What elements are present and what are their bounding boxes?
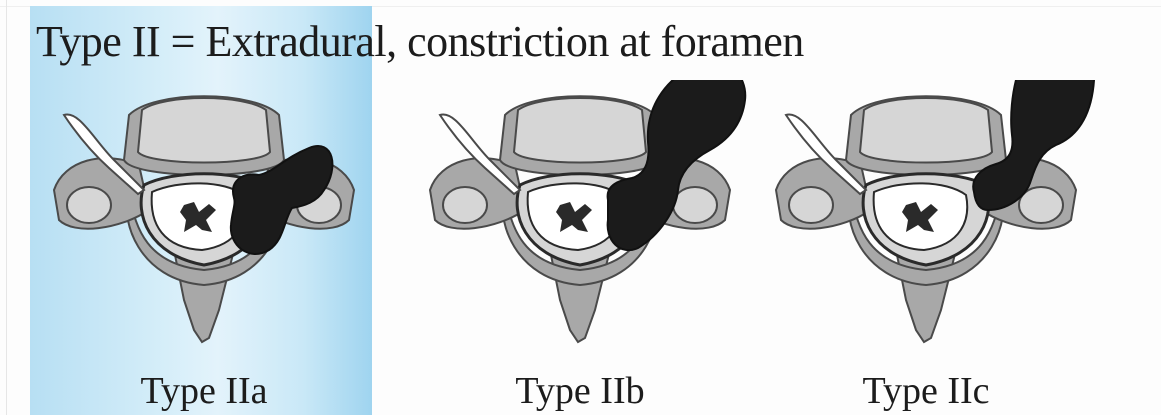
vertebra-iib-illustration xyxy=(410,80,750,380)
panel-type-iib xyxy=(410,80,750,380)
vertebra-iia xyxy=(54,96,354,342)
panel-type-iic xyxy=(756,80,1096,380)
left-border xyxy=(6,0,7,415)
label-type-iic: Type IIc xyxy=(756,368,1096,414)
panel-type-iia xyxy=(34,80,374,380)
label-type-iia: Type IIa xyxy=(34,368,374,414)
vertebra-iic-illustration xyxy=(756,80,1096,380)
diagram-title: Type II = Extradural, constriction at fo… xyxy=(36,16,804,68)
label-type-iib: Type IIb xyxy=(410,368,750,414)
vertebra-iia-illustration xyxy=(34,80,374,380)
